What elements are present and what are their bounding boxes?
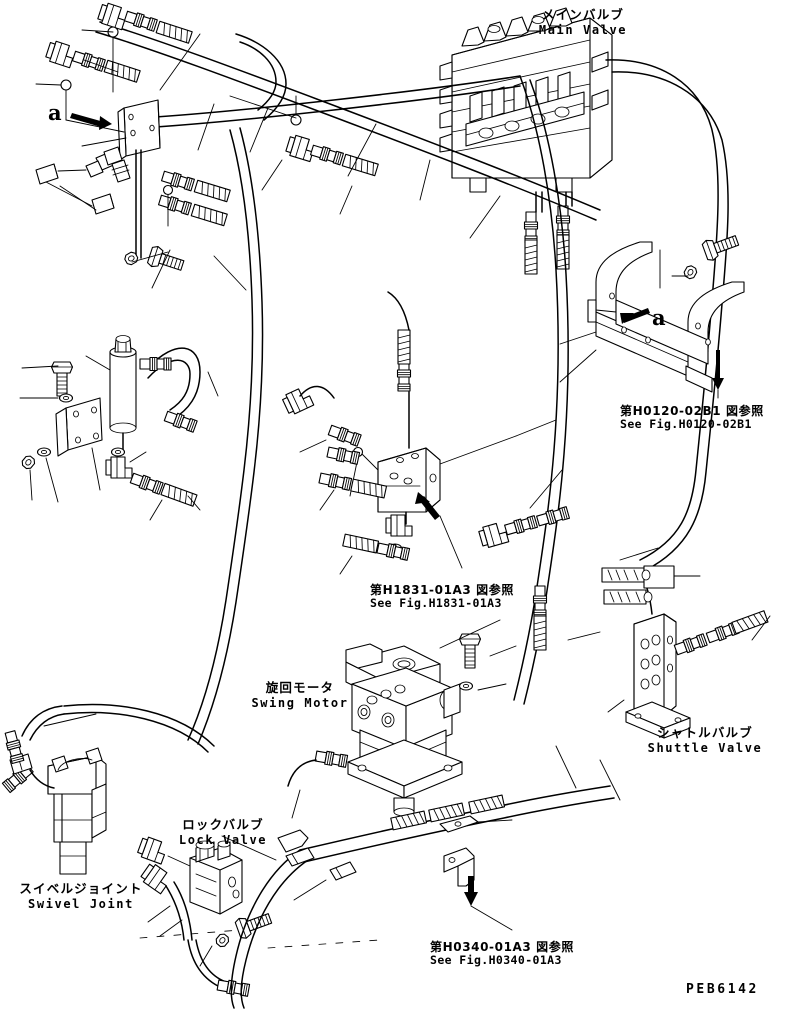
callout-marker-a-right: a (652, 305, 666, 330)
centre-manifold-block (280, 291, 571, 651)
upper-left-fitting-cluster (35, 1, 601, 289)
component-label-lock-valve: ロックバルブ Lock Valve (158, 817, 288, 847)
component-label-swing-motor: 旋回モータ Swing Motor (228, 680, 372, 710)
swivel-joint-label-jp: スイベルジョイント (19, 881, 143, 896)
ref-h1831-label-jp: 第H1831-01A3 図参照 (370, 583, 514, 597)
drawing-number: PEB6142 (686, 982, 759, 997)
figure-reference-h0120-02b1: 第H0120-02B1 図参照 See Fig.H0120-02B1 (620, 404, 787, 432)
hose-clamp-pair (601, 565, 701, 605)
shuttle-valve-label-en: Shuttle Valve (647, 740, 763, 755)
leader-lines (131, 123, 659, 801)
callout-marker-a-left: a (48, 100, 62, 125)
main-valve-label-jp: メインバルブ (541, 7, 625, 22)
component-label-main-valve: メインバルブ Main Valve (503, 7, 663, 37)
mounting-bracket-assembly (559, 229, 745, 399)
lock-valve-label-jp: ロックバルブ (182, 817, 264, 832)
swing-motor-label-en: Swing Motor (251, 695, 349, 710)
shuttle-valve-assembly (607, 571, 771, 739)
swivel-joint-assembly (1, 703, 215, 875)
accumulator-assembly (19, 335, 219, 521)
ref-h0120-label-en: See Fig.H0120-02B1 (620, 417, 752, 432)
component-label-shuttle-valve: シャトルバルブ Shuttle Valve (630, 725, 780, 755)
ref-h1831-label-en: See Fig.H1831-01A3 (370, 596, 502, 611)
main-valve-assembly (439, 7, 613, 275)
swing-motor-assembly (287, 619, 517, 819)
bottom-hose-run (139, 785, 615, 1009)
figure-reference-h1831-01a3: 第H1831-01A3 図参照 See Fig.H1831-01A3 (370, 583, 542, 611)
ref-h0340-label-jp: 第H0340-01A3 図参照 (430, 940, 574, 954)
lock-valve-label-en: Lock Valve (178, 832, 268, 847)
swivel-joint-label-en: Swivel Joint (28, 896, 134, 911)
ref-h0120-label-jp: 第H0120-02B1 図参照 (620, 404, 764, 418)
swing-motor-label-jp: 旋回モータ (265, 680, 335, 695)
figure-reference-h0340-01a3: 第H0340-01A3 図参照 See Fig.H0340-01A3 (430, 940, 602, 968)
component-label-swivel-joint: スイベルジョイント Swivel Joint (6, 881, 156, 911)
main-hose-loop (139, 33, 729, 745)
ref-h0340-label-en: See Fig.H0340-01A3 (430, 953, 562, 968)
main-valve-label-en: Main Valve (538, 22, 628, 37)
lock-valve-assembly (136, 834, 275, 998)
shuttle-valve-label-jp: シャトルバルブ (657, 725, 753, 740)
